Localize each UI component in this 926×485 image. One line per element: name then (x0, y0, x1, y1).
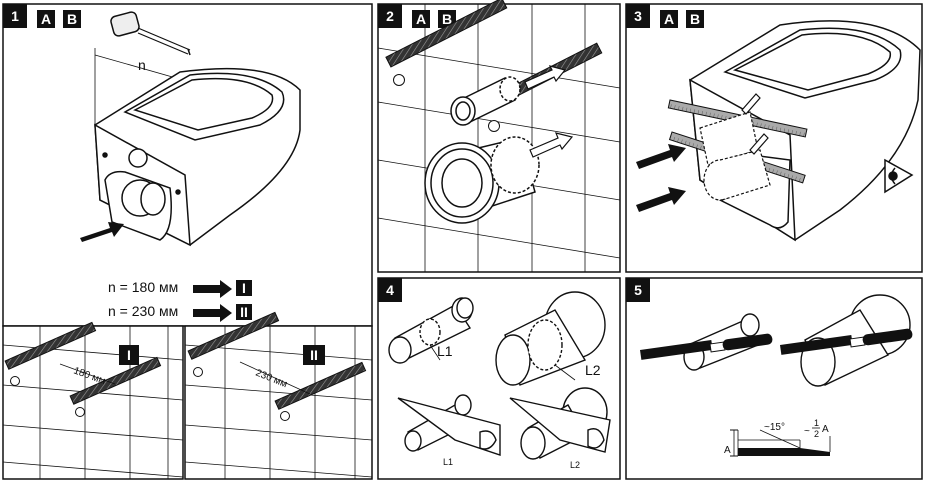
sub-ii-badge: II (310, 347, 318, 363)
variant-tag-b: B (442, 11, 452, 27)
chamfer-angle-label: ~15° (764, 422, 785, 433)
arrow-icon (636, 144, 686, 212)
step-number: 2 (386, 8, 394, 24)
chamfer-detail: A ~15° ~ 1 2 A (724, 418, 831, 457)
water-connector (450, 76, 521, 126)
rule-230-target: II (240, 304, 248, 320)
panel-1: 1 A B n (2, 3, 373, 327)
panel-2: 2 A B (377, 0, 621, 273)
length-label-l1-small: L1 (443, 457, 453, 467)
step-number: 4 (386, 282, 394, 298)
chamfer-ratio-variable: A (822, 424, 829, 435)
arrow-icon (529, 132, 574, 158)
insert-arrow-icon (80, 222, 124, 242)
variant-tag-b: B (690, 11, 700, 27)
wall-hung-toilet (94, 67, 301, 247)
chamfer-ratio-denominator: 2 (814, 429, 819, 439)
variant-tag-b: B (67, 11, 77, 27)
variant-tag-a: A (416, 11, 426, 27)
step-number: 1 (11, 8, 19, 24)
step-number: 5 (634, 282, 642, 298)
dimension-n-label: n (138, 57, 146, 73)
chamfer-ratio-numerator: 1 (814, 418, 819, 428)
panel-1-sub-ii: 230 мм II (184, 311, 373, 480)
length-label-l2: L2 (585, 362, 601, 378)
arrow-right-icon (193, 304, 232, 322)
variant-tag-a: A (664, 11, 674, 27)
panel-5: 5 A ~15° (625, 277, 923, 480)
rule-180-text: n = 180 мм (108, 279, 178, 295)
length-label-l2-small: L2 (570, 460, 580, 470)
step-number: 3 (634, 8, 642, 24)
panel-1-sub-i: 180 мм I (2, 321, 184, 480)
panel-3: 3 A B (625, 3, 923, 273)
rule-180-target: I (242, 280, 246, 296)
arrow-icon (524, 65, 567, 90)
variant-tag-a: A (41, 11, 51, 27)
tape-measure-icon (110, 11, 191, 56)
level-tool (741, 93, 769, 155)
sub-i-badge: I (127, 347, 131, 363)
chamfer-ratio-prefix: ~ (804, 426, 810, 437)
chamfer-height-label: A (724, 445, 731, 456)
length-label-l1: L1 (437, 343, 453, 359)
eye-icon (884, 158, 914, 194)
arrow-right-icon (193, 280, 232, 298)
panel-4: 4 L1 L2 L1 (377, 277, 621, 480)
rule-230-text: n = 230 мм (108, 303, 178, 319)
flush-connector (424, 136, 540, 224)
